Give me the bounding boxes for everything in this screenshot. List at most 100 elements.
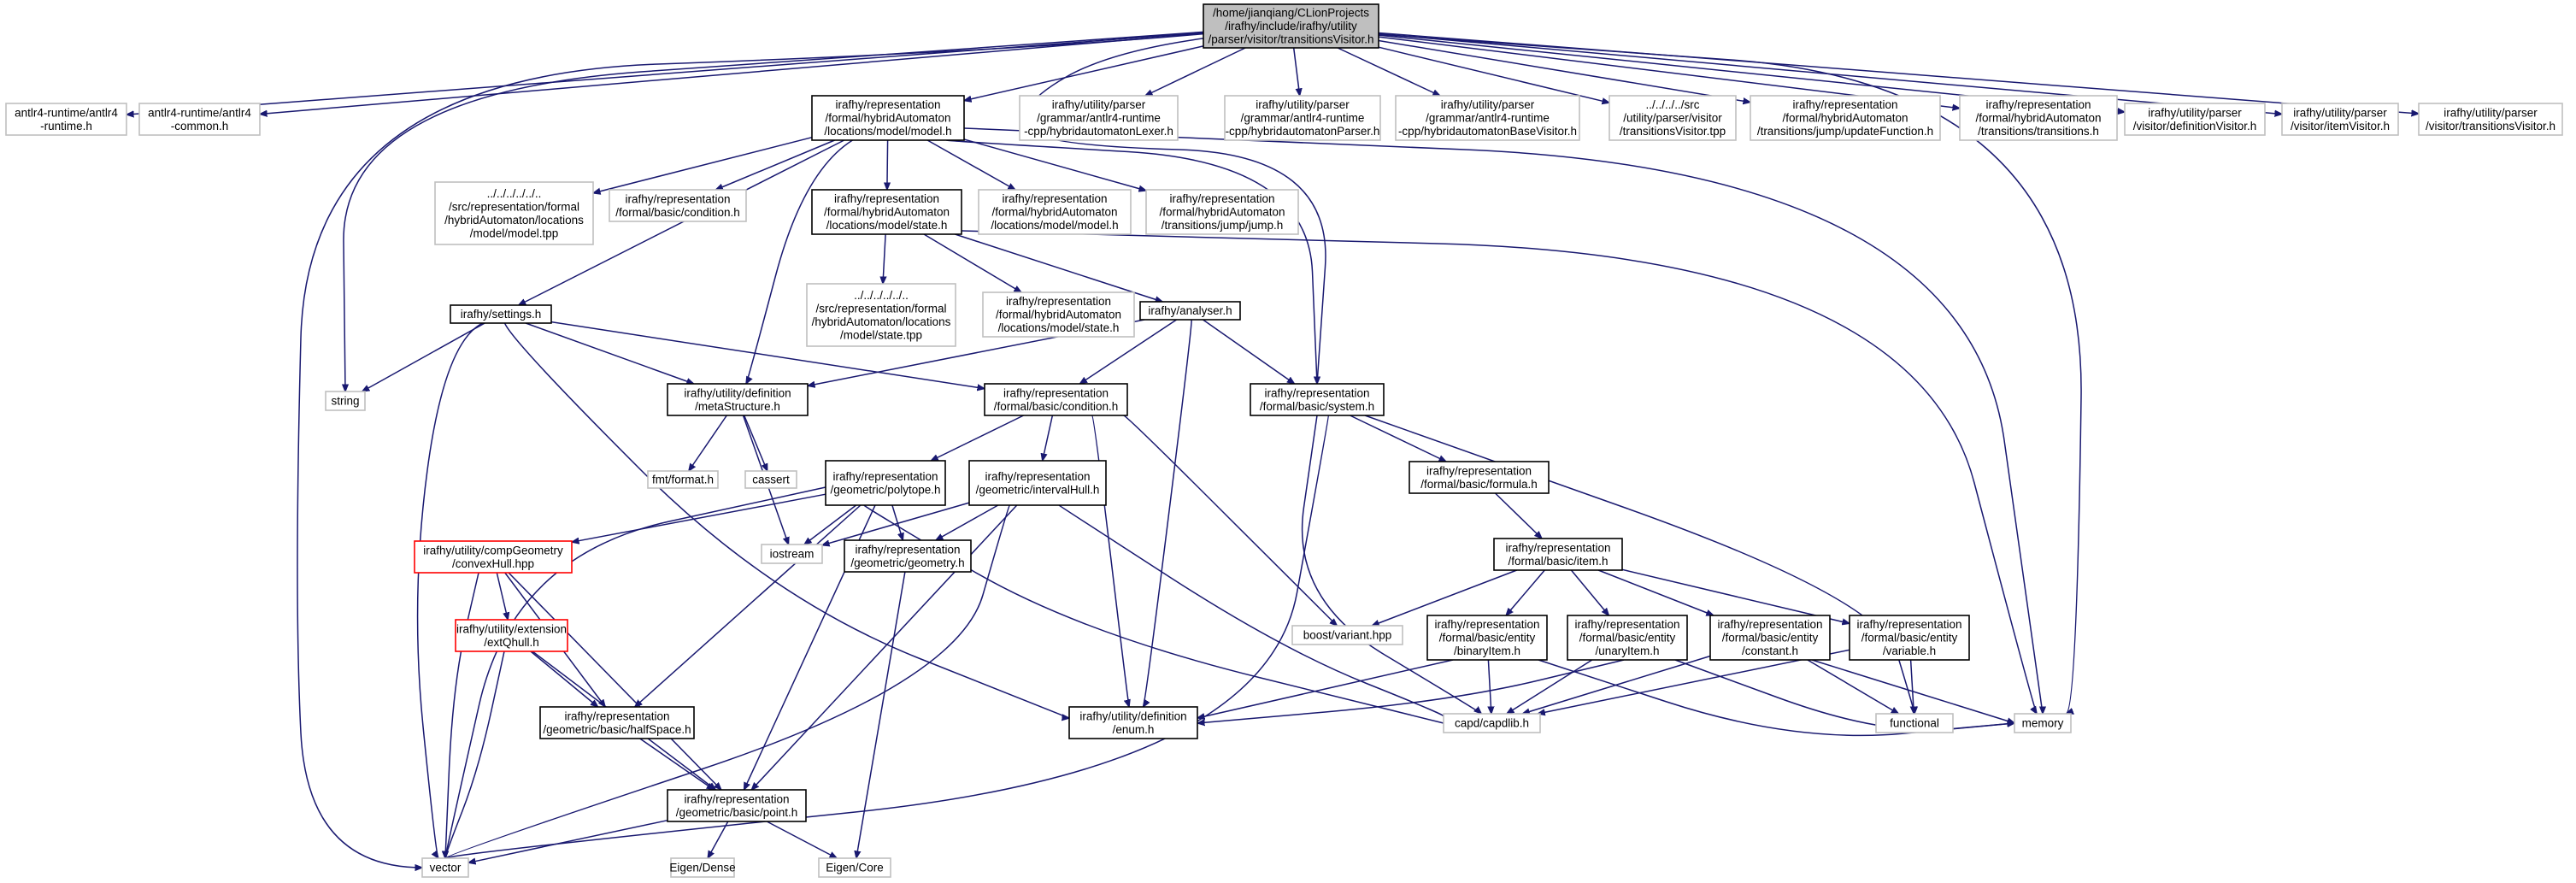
node-itemvisitor-h[interactable]: irafhy/utility/parser/visitor/itemVisito… (2281, 103, 2399, 136)
node-unaryitem-h[interactable]: irafhy/representation/formal/basic/entit… (1567, 615, 1688, 661)
node-box[interactable] (138, 103, 261, 136)
node-box[interactable] (325, 391, 366, 411)
node-geometry-h[interactable]: irafhy/representation/geometric/geometry… (844, 539, 972, 573)
node-defvisitor-h[interactable]: irafhy/utility/parser/visitor/definition… (2124, 103, 2266, 136)
node-condition-h[interactable]: irafhy/representation/formal/basic/condi… (984, 383, 1128, 416)
node-box[interactable] (1291, 625, 1403, 645)
node-box[interactable] (670, 857, 735, 878)
node-box[interactable] (1493, 538, 1623, 571)
node-halfspace-h[interactable]: irafhy/representation/geometric/basic/ha… (539, 706, 695, 739)
node-box[interactable] (455, 619, 568, 652)
node-cassert[interactable]: cassert (744, 470, 797, 489)
node-box[interactable] (806, 283, 956, 347)
node-box[interactable] (1875, 713, 1954, 733)
node-box[interactable] (667, 789, 807, 822)
node-box[interactable] (1709, 615, 1831, 661)
node-formula-h[interactable]: irafhy/representation/formal/basic/formu… (1409, 461, 1550, 494)
node-lexer-h[interactable]: irafhy/utility/parser/grammar/antlr4-run… (1019, 95, 1179, 141)
node-box[interactable] (1959, 95, 2118, 141)
node-box[interactable] (1750, 95, 1941, 141)
node-box[interactable] (421, 857, 469, 878)
node-vector[interactable]: vector (421, 857, 469, 878)
node-box[interactable] (2281, 103, 2399, 136)
node-item-h[interactable]: irafhy/representation/formal/basic/item.… (1493, 538, 1623, 571)
node-condition-h-ext[interactable]: irafhy/representation/formal/basic/condi… (609, 189, 747, 222)
node-metastructure-h[interactable]: irafhy/utility/definition/metaStructure.… (667, 383, 809, 416)
node-box[interactable] (811, 189, 962, 235)
node-system-h[interactable]: irafhy/representation/formal/basic/syste… (1250, 383, 1385, 416)
node-transvisitor-h[interactable]: irafhy/utility/parser/visitor/transition… (2418, 103, 2563, 136)
node-basevisitor-h[interactable]: irafhy/utility/parser/grammar/antlr4-run… (1395, 95, 1580, 141)
node-extqhull-h[interactable]: irafhy/utility/extension/extQhull.h (455, 619, 568, 652)
node-intervalhull-h[interactable]: irafhy/representation/geometric/interval… (968, 460, 1107, 506)
node-antlr-common[interactable]: antlr4-runtime/antlr4-common.h (138, 103, 261, 136)
node-box[interactable] (1145, 189, 1299, 235)
node-box[interactable] (978, 189, 1132, 235)
node-settings-h[interactable]: irafhy/settings.h (450, 304, 552, 324)
node-box[interactable] (1224, 95, 1381, 141)
node-box[interactable] (609, 189, 747, 222)
node-root[interactable]: /home/jianqiang/CLionProjects/irafhy/inc… (1203, 3, 1379, 49)
node-box[interactable] (2014, 713, 2072, 733)
node-transvisitor-tpp[interactable]: ../../../../src/utility/parser/visitor/t… (1609, 95, 1737, 141)
node-box[interactable] (1019, 95, 1179, 141)
node-constant-h[interactable]: irafhy/representation/formal/basic/entit… (1709, 615, 1831, 661)
node-box[interactable] (1250, 383, 1385, 416)
node-box[interactable] (539, 706, 695, 739)
node-eigen-core[interactable]: Eigen/Core (818, 857, 891, 878)
node-transitions-h[interactable]: irafhy/representation/formal/hybridAutom… (1959, 95, 2118, 141)
node-binaryitem-h[interactable]: irafhy/representation/formal/basic/entit… (1426, 615, 1548, 661)
node-box[interactable] (647, 470, 719, 489)
node-capd-h[interactable]: capd/capdlib.h (1443, 713, 1541, 733)
node-box[interactable] (744, 470, 797, 489)
node-box[interactable] (2418, 103, 2563, 136)
node-functional[interactable]: functional (1875, 713, 1954, 733)
node-analyser-h[interactable]: irafhy/analyser.h (1139, 301, 1241, 321)
node-box[interactable] (982, 291, 1135, 338)
node-enum-h[interactable]: irafhy/utility/definition/enum.h (1068, 706, 1198, 739)
node-variable-h[interactable]: irafhy/representation/formal/basic/entit… (1849, 615, 1970, 661)
node-box[interactable] (811, 95, 965, 141)
node-box[interactable] (1395, 95, 1580, 141)
node-box[interactable] (5, 103, 127, 136)
node-point-h[interactable]: irafhy/representation/geometric/basic/po… (667, 789, 807, 822)
node-model-h[interactable]: irafhy/representation/formal/hybridAutom… (811, 95, 965, 141)
node-box[interactable] (1849, 615, 1970, 661)
node-state-h[interactable]: irafhy/representation/formal/hybridAutom… (811, 189, 962, 235)
node-box[interactable] (1443, 713, 1541, 733)
node-boost-variant[interactable]: boost/variant.hpp (1291, 625, 1403, 645)
node-state-h-ext[interactable]: irafhy/representation/formal/hybridAutom… (982, 291, 1135, 338)
node-iostream[interactable]: iostream (761, 544, 823, 564)
node-antlr-runtime[interactable]: antlr4-runtime/antlr4-runtime.h (5, 103, 127, 136)
node-model-tpp[interactable]: ../../../../../../src/representation/for… (434, 181, 594, 245)
node-box[interactable] (968, 460, 1107, 506)
node-box[interactable] (1409, 461, 1550, 494)
node-memory[interactable]: memory (2014, 713, 2072, 733)
node-model-h-ext[interactable]: irafhy/representation/formal/hybridAutom… (978, 189, 1132, 235)
node-box[interactable] (434, 181, 594, 245)
node-box[interactable] (844, 539, 972, 573)
node-box[interactable] (1609, 95, 1737, 141)
node-box[interactable] (818, 857, 891, 878)
node-fmt-format-h[interactable]: fmt/format.h (647, 470, 719, 489)
node-box[interactable] (825, 460, 946, 506)
node-parser-h[interactable]: irafhy/utility/parser/grammar/antlr4-run… (1224, 95, 1381, 141)
node-string[interactable]: string (325, 391, 366, 411)
node-box[interactable] (984, 383, 1128, 416)
node-box[interactable] (414, 540, 573, 574)
node-box[interactable] (667, 383, 809, 416)
node-box[interactable] (1139, 301, 1241, 321)
node-box[interactable] (1203, 3, 1379, 49)
node-jump-h[interactable]: irafhy/representation/formal/hybridAutom… (1145, 189, 1299, 235)
node-polytope-h[interactable]: irafhy/representation/geometric/polytope… (825, 460, 946, 506)
node-box[interactable] (2124, 103, 2266, 136)
node-convexhull-hpp[interactable]: irafhy/utility/compGeometry/convexHull.h… (414, 540, 573, 574)
node-box[interactable] (1567, 615, 1688, 661)
node-box[interactable] (450, 304, 552, 324)
node-eigen-dense[interactable]: Eigen/Dense (669, 857, 736, 878)
node-box[interactable] (1426, 615, 1548, 661)
node-box[interactable] (1068, 706, 1198, 739)
node-box[interactable] (761, 544, 823, 564)
node-state-tpp[interactable]: ../../../../../../src/representation/for… (806, 283, 956, 347)
node-updatefunc-h[interactable]: irafhy/representation/formal/hybridAutom… (1750, 95, 1941, 141)
